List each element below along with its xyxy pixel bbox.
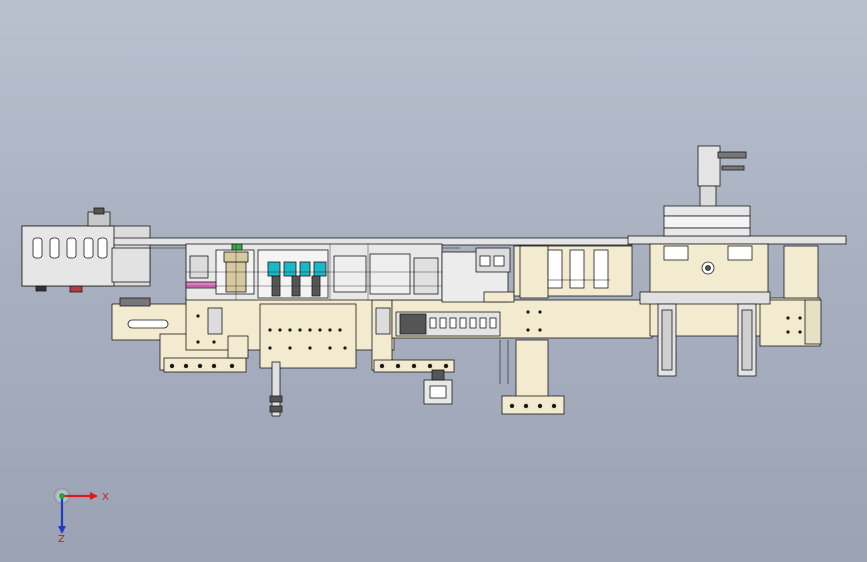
- magazine-racks: [513, 245, 633, 299]
- fixture-block: [423, 369, 453, 405]
- x-axis-label: X: [102, 492, 109, 503]
- lower-rod: [269, 361, 283, 417]
- leveling-feet: [163, 357, 455, 373]
- side-cylinders: [207, 307, 391, 359]
- z-axis-head: [58, 526, 66, 534]
- x-axis-head: [90, 492, 98, 500]
- coordinate-triad: X Z: [53, 487, 109, 545]
- robot-unit: [639, 145, 819, 377]
- control-cabinet: [21, 207, 151, 293]
- processing-station: [185, 243, 443, 301]
- conveyor-section: [395, 247, 515, 384]
- z-axis-label: Z: [58, 534, 65, 545]
- y-axis-point: [59, 493, 65, 499]
